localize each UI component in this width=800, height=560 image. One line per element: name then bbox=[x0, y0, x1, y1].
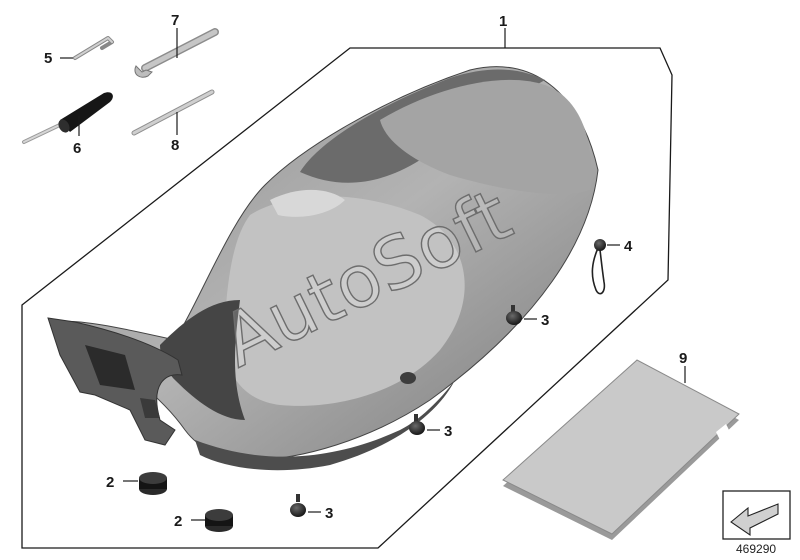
callout-5: 5 bbox=[44, 50, 52, 67]
rubber-buffer-part bbox=[409, 414, 425, 435]
screwdriver-tool bbox=[22, 92, 113, 144]
callout-8: 8 bbox=[171, 137, 179, 154]
wrench-tool bbox=[134, 28, 219, 78]
assembly-frame bbox=[21, 47, 673, 549]
callout-2: 2 bbox=[174, 513, 182, 530]
owners-manual-part bbox=[502, 359, 740, 540]
callout-7: 7 bbox=[171, 12, 179, 29]
rubber-pad-part bbox=[139, 472, 167, 495]
direction-arrow-icon bbox=[722, 490, 791, 540]
callout-3: 3 bbox=[541, 312, 549, 329]
seat-illustration bbox=[47, 66, 599, 471]
callout-6: 6 bbox=[73, 140, 81, 157]
callout-1: 1 bbox=[499, 13, 507, 30]
callout-2: 2 bbox=[106, 474, 114, 491]
callout-9: 9 bbox=[679, 350, 687, 367]
diagram-reference-number: 469290 bbox=[736, 542, 776, 556]
rubber-buffer-part bbox=[506, 305, 522, 325]
callout-4: 4 bbox=[624, 238, 633, 255]
cord-loop-part bbox=[591, 239, 606, 295]
hex-key-tool bbox=[73, 36, 114, 60]
rubber-buffer-part bbox=[290, 494, 306, 517]
callout-3: 3 bbox=[325, 505, 333, 522]
rubber-pad-part bbox=[205, 509, 233, 532]
callout-3: 3 bbox=[444, 423, 452, 440]
driver-bit-tool bbox=[131, 89, 215, 136]
